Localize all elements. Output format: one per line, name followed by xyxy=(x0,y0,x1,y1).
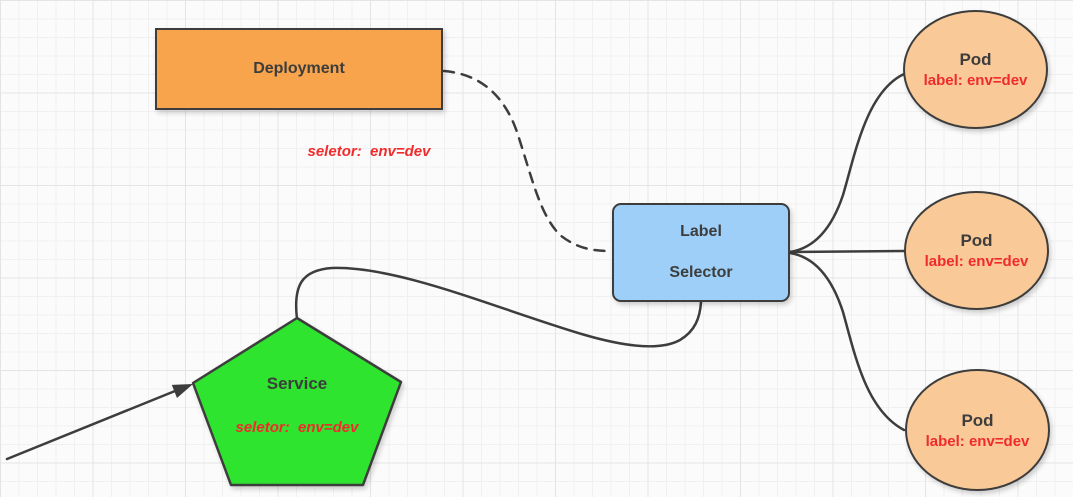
pod-1-label: Pod xyxy=(959,50,992,69)
pod-2-label: Pod xyxy=(960,231,993,250)
pod-2-sublabel: label: env=dev xyxy=(924,253,1029,270)
arrow-to-service[interactable] xyxy=(5,384,193,461)
edge-selector-to-pod-2[interactable] xyxy=(788,249,906,254)
edge-deployment-to-selector[interactable] xyxy=(442,69,612,253)
deployment-selector-annotation: seletor: env=dev xyxy=(307,143,431,160)
node-pod-2[interactable]: Pod label: env=dev xyxy=(904,191,1049,310)
node-label-selector[interactable]: Label Selector xyxy=(612,203,790,302)
arrow-line xyxy=(5,389,177,461)
pod-3-label: Pod xyxy=(961,410,994,430)
selector-label-line2: Selector xyxy=(669,264,733,281)
selector-label-line1: Label xyxy=(680,223,722,240)
pod-1-sublabel: label: env=dev xyxy=(923,72,1028,89)
service-selector-annotation: seletor: env=dev xyxy=(235,419,359,436)
pod-3-sublabel: label: env=dev xyxy=(925,432,1030,450)
arrowhead-icon xyxy=(171,384,193,398)
node-service-shape[interactable] xyxy=(191,316,403,487)
node-pod-3[interactable]: Pod label: env=dev xyxy=(905,369,1050,491)
edge-selector-to-pod-1[interactable] xyxy=(788,72,906,254)
edge-service-to-selector[interactable] xyxy=(294,266,703,348)
edge-selector-to-pod-3[interactable] xyxy=(788,251,906,432)
node-deployment[interactable]: Deployment xyxy=(155,28,443,110)
node-pod-1[interactable]: Pod label: env=dev xyxy=(903,10,1048,129)
service-label: Service xyxy=(266,374,328,393)
deployment-label: Deployment xyxy=(253,60,345,77)
